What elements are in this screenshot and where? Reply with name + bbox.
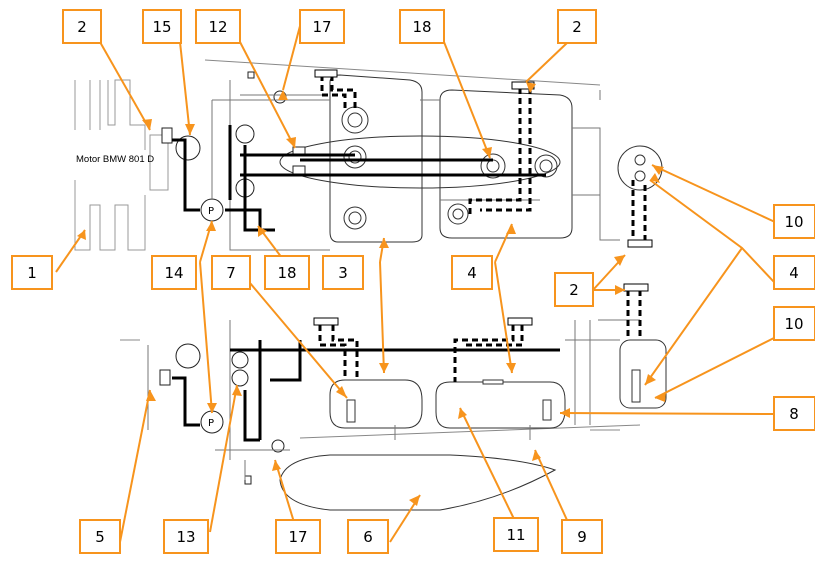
- callout-label: 6: [363, 528, 373, 546]
- callout-box: 17: [275, 519, 321, 554]
- callout-box: 8: [773, 396, 815, 431]
- wing-profile: [279, 454, 557, 511]
- lower-thin-lines: [147, 319, 640, 480]
- lower-aux-filler-cap: [623, 283, 649, 292]
- callout-box: 2: [557, 9, 597, 44]
- lower-components: [159, 343, 285, 485]
- callout-box: 7: [211, 255, 251, 290]
- callout-box: 13: [163, 519, 209, 554]
- callout-box: 10: [773, 306, 815, 341]
- callout-box: 4: [773, 255, 815, 290]
- upper-pump-label: P: [208, 206, 214, 217]
- engine-outline: [74, 79, 169, 251]
- callout-label: 18: [412, 18, 431, 36]
- callout-box: 5: [79, 519, 121, 554]
- callout-box: 12: [195, 9, 241, 44]
- callout-box: 2: [554, 272, 594, 307]
- callout-box: 9: [561, 519, 603, 554]
- lower-pump-label: P: [208, 418, 214, 429]
- lower-dashed-lines: [318, 290, 642, 382]
- upper-left-filler-cap: [314, 69, 338, 78]
- callout-label: 8: [789, 405, 799, 423]
- callout-label: 14: [164, 264, 183, 282]
- callout-box: 6: [347, 519, 389, 554]
- callout-box: 14: [151, 255, 197, 290]
- callout-box: 10: [773, 204, 815, 239]
- callout-boxes: 2 15 12 17 18 2 1 14 18 7 3 4 2 10 4 10 …: [11, 9, 815, 554]
- callout-box: 15: [142, 9, 182, 44]
- callout-label: 10: [784, 213, 803, 231]
- callout-label: 2: [569, 281, 579, 299]
- callout-label: 4: [789, 264, 799, 282]
- tank-connection-ellipse: [279, 135, 561, 189]
- callout-label: 5: [95, 528, 105, 546]
- callout-label: 1: [27, 264, 37, 282]
- callout-label: 11: [506, 526, 525, 544]
- callout-label: 18: [277, 264, 296, 282]
- callout-label: 3: [338, 264, 348, 282]
- callout-label: 2: [572, 18, 582, 36]
- callout-leaders: [55, 25, 776, 543]
- upper-right-tank: [439, 89, 573, 239]
- callout-box: 11: [493, 517, 539, 552]
- upper-components: [161, 71, 306, 222]
- lower-left-tank: [329, 379, 423, 429]
- callout-label: 7: [226, 264, 236, 282]
- lower-left-filler-cap: [313, 317, 339, 326]
- callout-label: 17: [288, 528, 307, 546]
- callout-label: 10: [784, 315, 803, 333]
- callout-box: 1: [11, 255, 53, 290]
- structure-outlines: [120, 59, 641, 439]
- callout-label: 4: [467, 264, 477, 282]
- lower-right-filler-cap: [507, 317, 533, 326]
- callout-label: 13: [176, 528, 195, 546]
- upper-thick-lines: [172, 125, 546, 232]
- callout-box: 18: [264, 255, 310, 290]
- callout-box: 17: [299, 9, 345, 44]
- callout-label: 17: [312, 18, 331, 36]
- callout-label: 9: [577, 528, 587, 546]
- callout-box: 18: [399, 9, 445, 44]
- engine-label: Motor BMW 801 D: [76, 154, 154, 165]
- lower-right-tank: [435, 379, 566, 429]
- lower-thick-lines: [172, 340, 560, 442]
- callout-label: 12: [208, 18, 227, 36]
- callout-box: 2: [62, 9, 102, 44]
- lower-aux-tank: [619, 339, 667, 409]
- callout-label: 15: [152, 18, 171, 36]
- callout-box: 3: [322, 255, 364, 290]
- callout-box: 4: [451, 255, 493, 290]
- aux-tank-outlet: [627, 239, 653, 248]
- callout-label: 2: [77, 18, 87, 36]
- callout-arrowheads: [77, 82, 666, 506]
- upper-dashed-lines: [320, 75, 647, 240]
